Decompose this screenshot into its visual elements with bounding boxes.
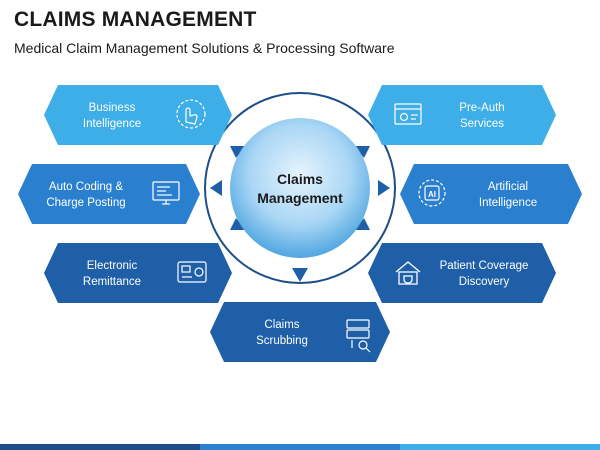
center-label-line1: Claims	[277, 171, 323, 187]
arrow-bottom	[292, 268, 308, 282]
node-shape	[368, 85, 556, 145]
node-label-line1: Artificial	[488, 181, 528, 193]
node-shape	[368, 243, 556, 303]
node-shape	[44, 243, 232, 303]
center-circle	[230, 118, 370, 258]
node-artificial-intelligence[interactable]: Artificial Intelligence AI	[400, 164, 582, 224]
svg-text:AI: AI	[428, 190, 436, 199]
node-label-line1: Pre-Auth	[459, 102, 504, 114]
node-shape	[210, 302, 390, 362]
house-shield-icon	[395, 261, 421, 285]
node-label-line1: Business	[89, 102, 136, 114]
arrow-left	[210, 180, 222, 196]
node-label-line2: Intelligence	[479, 197, 537, 209]
outer-ring	[204, 92, 396, 284]
server-search-icon	[346, 319, 371, 353]
node-auto-coding[interactable]: Auto Coding & Charge Posting	[18, 164, 200, 224]
node-label-line1: Claims	[264, 319, 299, 331]
ai-chip-icon: AI	[418, 179, 446, 207]
node-claims-scrubbing[interactable]: Claims Scrubbing	[210, 302, 390, 362]
card-reader-icon	[177, 261, 207, 283]
node-label-line2: Charge Posting	[46, 197, 125, 209]
node-label-line1: Patient Coverage	[440, 260, 529, 272]
node-label-line2: Scrubbing	[256, 335, 308, 347]
bottom-color-bar	[0, 444, 600, 450]
node-label-line2: Intelligence	[83, 118, 141, 130]
page-title: CLAIMS MANAGEMENT	[14, 8, 257, 31]
node-business-intelligence[interactable]: Business Intelligence	[44, 85, 232, 145]
node-shape	[18, 164, 200, 224]
arrow-right	[378, 180, 390, 196]
node-label-line1: Auto Coding &	[49, 181, 123, 193]
node-label-line2: Discovery	[459, 276, 510, 288]
node-patient-coverage[interactable]: Patient Coverage Discovery	[368, 243, 556, 303]
node-label-line1: Electronic	[87, 260, 138, 272]
node-shape	[400, 164, 582, 224]
node-label-line2: Services	[460, 118, 504, 130]
center-label-line2: Management	[257, 190, 343, 206]
node-pre-auth[interactable]: Pre-Auth Services	[368, 85, 556, 145]
page-subtitle: Medical Claim Management Solutions & Pro…	[14, 40, 395, 56]
node-shape	[44, 85, 232, 145]
node-label-line2: Remittance	[83, 276, 141, 288]
browser-gear-icon	[394, 103, 422, 125]
node-electronic-remittance[interactable]: Electronic Remittance	[44, 243, 232, 303]
hand-touch-circuit-icon	[176, 99, 206, 129]
monitor-code-icon	[152, 181, 180, 205]
